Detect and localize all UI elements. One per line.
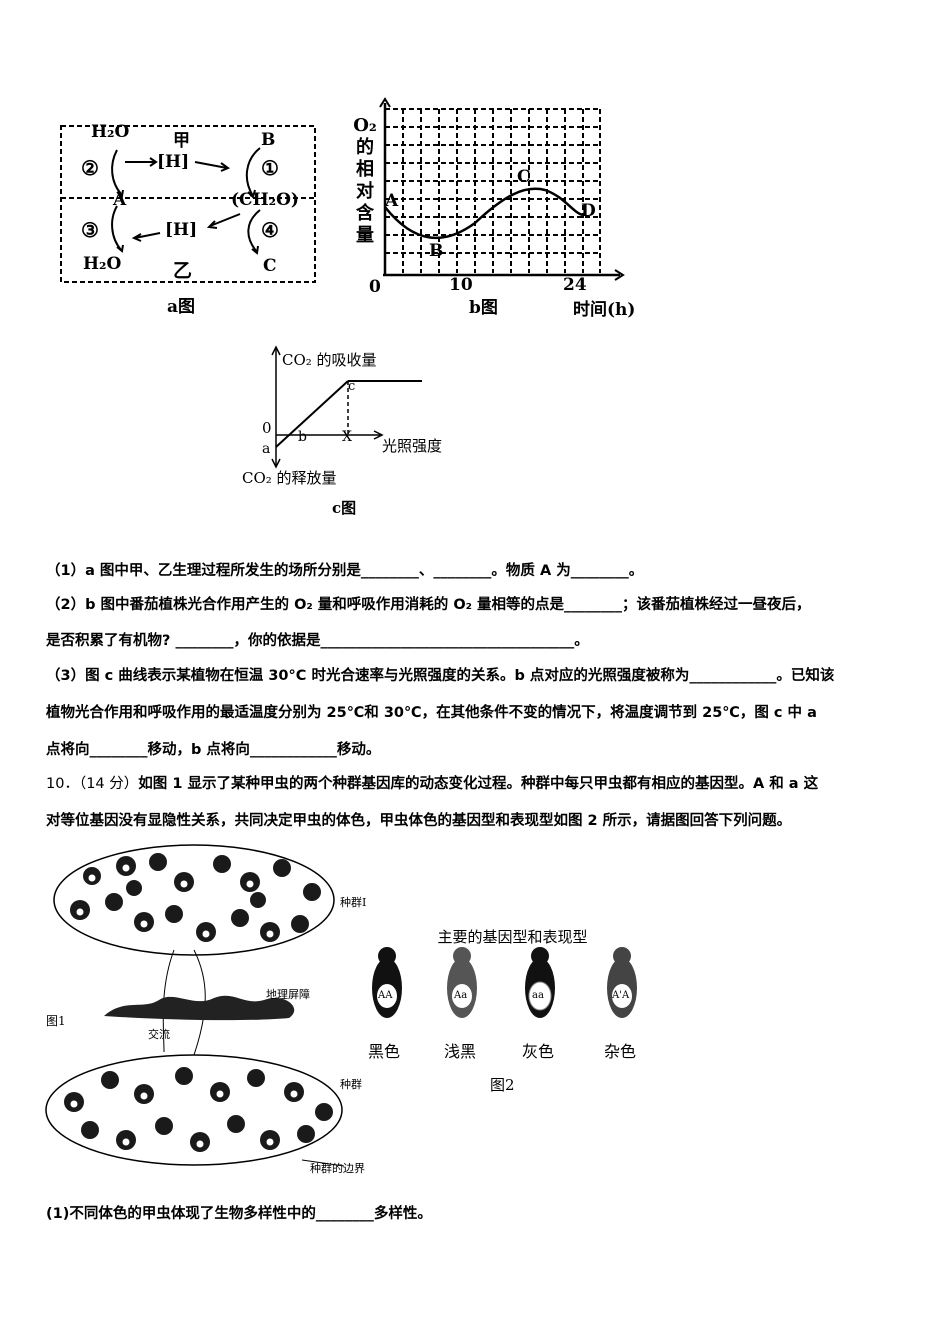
fig2-phenotype-black: 黑色 xyxy=(368,1042,401,1061)
figure-c-chart xyxy=(271,345,422,469)
fig-c-ylabel-bottom: CO₂ 的释放量 xyxy=(242,469,337,487)
fig-c-x: X xyxy=(342,429,352,445)
fig-b-ylabel-1: 的 xyxy=(356,137,374,158)
question-10-text1: 如图 1 显示了某种甲虫的两个种群基因库的动态变化过程。种群中每只甲虫都有相应的… xyxy=(138,776,819,792)
fig-b-point-d: D xyxy=(581,201,596,221)
fig1-pop2: 种群 xyxy=(340,1078,362,1091)
figure-1-diagram xyxy=(45,844,345,1167)
fig2-phenotype-gray: 灰色 xyxy=(522,1042,555,1061)
fig2-phenotype-light-black: 浅黑 xyxy=(444,1042,477,1061)
figure-c: CO₂ 的吸收量 c 0 a b X 光照强度 CO₂ 的释放量 c图 xyxy=(240,345,480,525)
fig-b-point-a: A xyxy=(385,191,399,211)
fig-a-a: A xyxy=(113,190,127,210)
figure-1: 种群Ⅰ 地理屏障 图1 交流 种群 种群的边界 xyxy=(44,840,374,1185)
fig-b-ylabel-0: O₂ xyxy=(353,115,377,136)
question-3-line2: 植物光合作用和呼吸作用的最适温度分别为 25℃和 30℃，在其他条件不变的情况下… xyxy=(46,705,817,721)
question-1: （1）a 图中甲、乙生理过程所发生的场所分别是________、________… xyxy=(46,563,644,579)
question-2-line1: （2）b 图中番茄植株光合作用产生的 O₂ 量和呼吸作用消耗的 O₂ 量相等的点… xyxy=(46,597,811,613)
fig-a-caption: a图 xyxy=(167,297,196,317)
fig-a-b: B xyxy=(261,130,276,150)
question-10-line1: 10．（14 分）如图 1 显示了某种甲虫的两个种群基因库的动态变化过程。种群中… xyxy=(46,775,908,794)
fig-a-circle3: ③ xyxy=(81,218,99,242)
fig-b-caption: b图 xyxy=(469,298,498,318)
fig-a-circle4: ④ xyxy=(261,218,279,242)
fig-b-xlabel: 时间(h) xyxy=(573,300,636,320)
fig-a-circle2: ② xyxy=(81,156,99,180)
fig-a-circle1: ① xyxy=(261,156,279,180)
fig-c-b: b xyxy=(298,429,307,445)
question-3-line3: 点将向________移动，b 点将向____________移动。 xyxy=(46,742,381,758)
fig-a-h-top: [H] xyxy=(157,152,190,172)
question-2-line2: 是否积累了有机物? ________，你的依据是________________… xyxy=(46,633,589,649)
fig1-exchange: 交流 xyxy=(148,1028,170,1041)
figure-a-diagram xyxy=(60,125,316,283)
fig2-beetles xyxy=(372,947,637,1018)
fig-a-c: C xyxy=(263,256,277,276)
fig-b-point-c: C xyxy=(517,167,531,187)
fig-b-ylabel-4: 含 xyxy=(356,203,374,224)
fig-c-xlabel: 光照强度 xyxy=(382,437,443,455)
question-3-line1: （3）图 c 曲线表示某植物在恒温 30°C 时光合速率与光照强度的关系。b 点… xyxy=(46,668,835,684)
fig2-caption: 图2 xyxy=(490,1076,515,1094)
question-10-number: 10．（14 分） xyxy=(46,776,139,792)
fig2-genotype-aa-recessive: aa xyxy=(532,990,544,1001)
fig-b-tick-24: 24 xyxy=(563,275,587,295)
question-10-line2: 对等位基因没有显隐性关系，共同决定甲虫的体色，甲虫体色的基因型和表现型如图 2 … xyxy=(46,813,792,829)
fig-b-ylabel: O₂ 的 相 对 含 量 xyxy=(353,115,377,247)
fig-a-h2o-bottom: H₂O xyxy=(83,254,122,274)
fig1-label: 图1 xyxy=(46,1014,66,1028)
question-10-1: (1)不同体色的甲虫体现了生物多样性中的________多样性。 xyxy=(46,1206,432,1222)
fig2-title: 主要的基因型和表现型 xyxy=(437,928,588,946)
figure-a: H₂O 甲 B ② [H] ① A (CH₂O) ③ [H] ④ H₂O 乙 C… xyxy=(55,120,325,320)
fig-b-ylabel-5: 量 xyxy=(356,225,374,246)
fig1-pop1: 种群Ⅰ xyxy=(340,896,367,909)
fig-a-h-bottom: [H] xyxy=(165,220,198,240)
fig2-phenotype-mixed: 杂色 xyxy=(604,1042,637,1061)
fig2-genotype-aa-hetero: Aa xyxy=(454,990,468,1001)
fig-b-point-b: B xyxy=(429,241,444,261)
fig-c-ylabel-top: CO₂ 的吸收量 xyxy=(282,351,377,369)
figure-2: 主要的基因型和表现型 AA Aa aa A'A 黑色 浅黑 灰色 杂色 图2 xyxy=(368,920,655,1095)
fig-a-h2o-top: H₂O xyxy=(91,122,130,142)
fig2-genotype-a-prime-a: A'A xyxy=(612,990,630,1001)
fig1-boundary: 种群的边界 xyxy=(310,1162,365,1175)
fig1-barrier: 地理屏障 xyxy=(266,988,310,1001)
fig-a-jia: 甲 xyxy=(173,131,190,151)
fig2-genotype-aa-dominant: AA xyxy=(378,990,393,1001)
fig-b-ylabel-3: 对 xyxy=(356,181,374,202)
fig-b-tick-0: 0 xyxy=(369,277,381,297)
fig-a-ch2o: (CH₂O) xyxy=(231,190,299,210)
fig-b-tick-10: 10 xyxy=(449,275,473,295)
fig-b-ylabel-2: 相 xyxy=(356,159,374,180)
fig-c-a: a xyxy=(262,441,271,457)
fig-c-origin: 0 xyxy=(262,419,272,437)
fig-a-yi: 乙 xyxy=(173,260,193,282)
fig-c-c: c xyxy=(348,379,356,394)
figure-b-chart xyxy=(379,97,625,281)
fig-c-caption: c图 xyxy=(332,499,357,517)
figure-b: O₂ 的 相 对 含 量 A B C D 0 10 24 b图 时间(h) xyxy=(345,95,655,320)
